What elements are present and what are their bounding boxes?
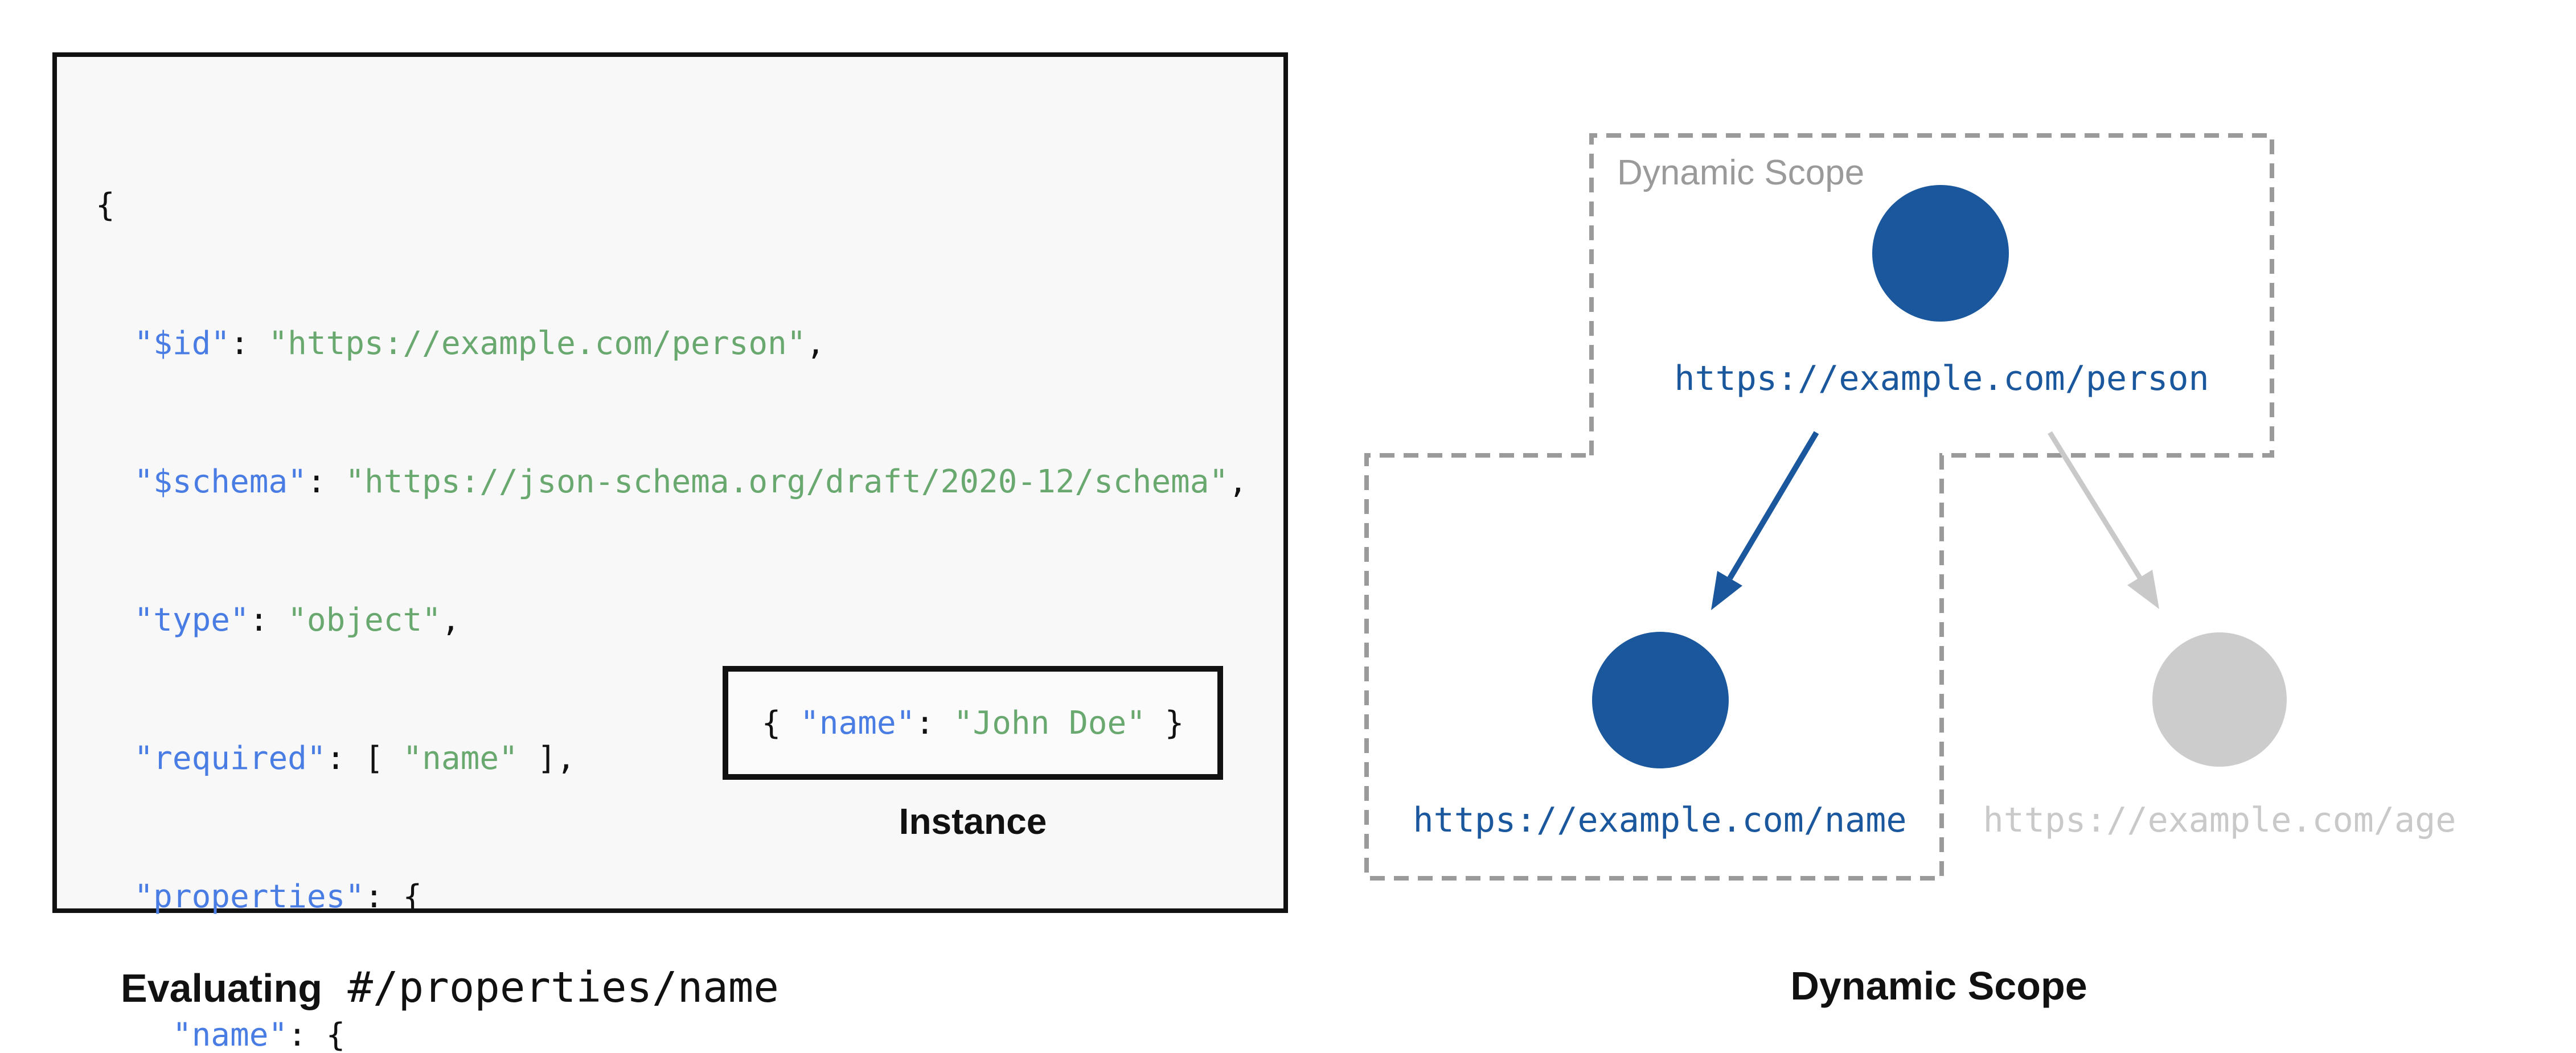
- code-token: :: [249, 602, 288, 639]
- evaluating-caption-pointer: #/properties/name: [322, 963, 779, 1012]
- schema-code-block: { "$id": "https://example.com/person", "…: [96, 90, 1248, 1053]
- instance-box: { "name": "John Doe" }: [723, 666, 1223, 780]
- age-node-url: https://example.com/age: [1983, 800, 2456, 840]
- schema-code-panel: { "$id": "https://example.com/person", "…: [52, 52, 1288, 1053]
- code-line: "properties": {: [96, 874, 1248, 920]
- code-token: "type": [134, 602, 249, 639]
- person-to-name-arrowhead: [1711, 571, 1742, 610]
- evaluating-caption-bold: Evaluating: [121, 966, 322, 1010]
- code-token: {: [96, 187, 115, 224]
- person-to-name-arrow: [1727, 431, 1819, 580]
- code-token: "name": [800, 704, 916, 742]
- code-line: "$schema": "https://json-schema.org/draf…: [96, 459, 1248, 505]
- evaluating-caption: Evaluating #/properties/name: [121, 963, 779, 1012]
- code-token: : {: [364, 878, 423, 915]
- code-token: "$schema": [134, 463, 307, 500]
- code-token: : {: [288, 1017, 346, 1053]
- dynamic-scope-caption: Dynamic Scope: [1790, 964, 2087, 1008]
- code-token: ],: [518, 740, 576, 777]
- dynamic-scope-region-label: Dynamic Scope: [1617, 153, 1865, 192]
- code-token: "object": [288, 602, 441, 639]
- code-line: {: [96, 182, 1248, 228]
- code-token: "https://json-schema.org/draft/2020-12/s…: [345, 463, 1229, 500]
- code-token: "$id": [134, 325, 231, 362]
- code-token: ,: [441, 602, 461, 639]
- code-token: ,: [1228, 463, 1248, 500]
- code-token: :: [230, 325, 269, 362]
- name-node-url: https://example.com/name: [1413, 800, 1907, 840]
- code-token: :: [306, 463, 346, 500]
- code-token: "required": [134, 740, 326, 777]
- code-token: "properties": [134, 878, 365, 915]
- code-token: "John Doe": [953, 704, 1146, 742]
- instance-label: Instance: [899, 801, 1047, 842]
- person-node-url: https://example.com/person: [1674, 359, 2209, 398]
- code-line: "type": "object",: [96, 597, 1248, 643]
- code-line: "name": {: [96, 1012, 1248, 1053]
- dynamic-scope-outline: [1364, 133, 2274, 881]
- person-node-circle: [1872, 185, 2009, 322]
- name-node-circle: [1592, 632, 1729, 768]
- code-token: ,: [806, 325, 826, 362]
- code-token: "name": [172, 1017, 288, 1053]
- person-to-age-arrow: [2048, 431, 2142, 579]
- age-node-circle: [2152, 632, 2287, 767]
- code-token: "https://example.com/person": [268, 325, 806, 362]
- code-token: "name": [403, 740, 518, 777]
- person-to-age-arrowhead: [2127, 570, 2159, 609]
- code-token: :: [915, 704, 954, 742]
- code-line: "$id": "https://example.com/person",: [96, 320, 1248, 367]
- code-token: {: [761, 704, 801, 742]
- code-token: : [: [326, 740, 403, 777]
- code-token: }: [1145, 704, 1184, 742]
- code-line: "required": [ "name" ],: [96, 735, 1248, 781]
